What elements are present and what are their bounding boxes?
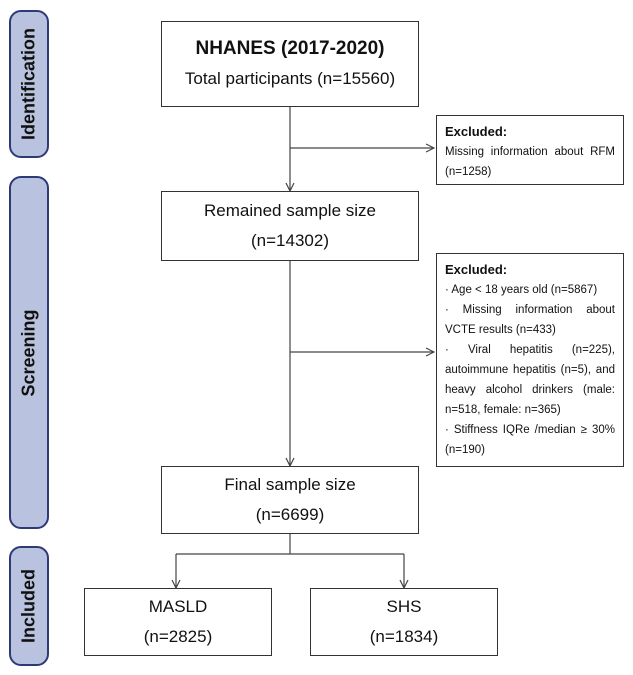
stage-identification: Identification [9,10,49,158]
stage-screening: Screening [9,176,49,529]
nhanes-title: NHANES (2017-2020) [195,38,385,59]
final-count: (n=6699) [255,505,325,524]
stage-included: Included [9,546,49,666]
total-participants: Total participants (n=15560) [184,69,396,88]
exclusion-1-item: Missing information about RFM (n=1258) [445,146,615,178]
exclusion-2-heading: Excluded: [445,262,508,277]
exclusion-2-item-stiffness: · Stiffness IQRe /median ≥ 30% (n=190) [445,424,615,456]
exclusion-box-1: Excluded: Missing information about RFM … [436,115,624,185]
remained-label: Remained sample size [204,201,376,220]
final-box: Final sample size (n=6699) [161,466,419,534]
exclusion-1-heading: Excluded: [445,124,508,139]
masld-box: MASLD (n=2825) [84,588,272,656]
final-label: Final sample size [224,475,356,494]
shs-label: SHS [386,597,422,616]
shs-count: (n=1834) [369,627,439,646]
masld-label: MASLD [148,597,208,616]
exclusion-2-item-hepatitis: · Viral hepatitis (n=225), autoimmune he… [445,344,615,416]
shs-box: SHS (n=1834) [310,588,498,656]
exclusion-box-2: Excluded: · Age < 18 years old (n=5867) … [436,253,624,467]
masld-count: (n=2825) [143,627,213,646]
remained-box: Remained sample size (n=14302) [161,191,419,261]
exclusion-2-item-age: · Age < 18 years old (n=5867) [445,284,598,296]
remained-count: (n=14302) [251,231,329,250]
nhanes-box: NHANES (2017-2020) Total participants (n… [161,21,419,107]
exclusion-2-item-vcte: · Missing information about VCTE results… [445,304,615,336]
